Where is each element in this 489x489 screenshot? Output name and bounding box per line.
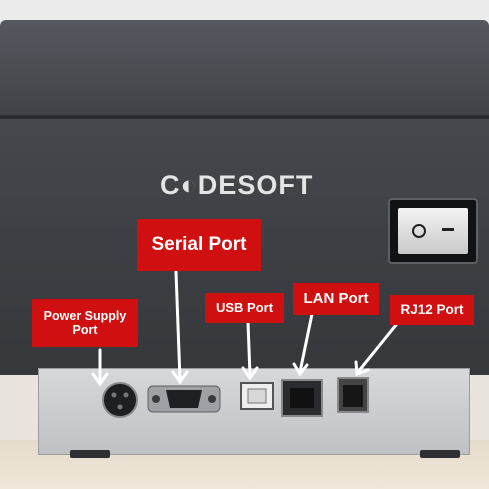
brand-logo: C◐DESOFT xyxy=(160,170,314,200)
rear-port-panel xyxy=(38,368,470,455)
switch-on-symbol xyxy=(442,228,454,231)
switch-off-symbol xyxy=(412,224,426,238)
printer-foot-left xyxy=(70,450,110,458)
printer-foot-right xyxy=(420,450,460,458)
power-switch-icon xyxy=(388,198,478,264)
printer-top-cover xyxy=(0,20,489,120)
cover-seam xyxy=(0,115,489,119)
usb-port-label: USB Port xyxy=(205,293,284,323)
power-supply-port-label: Power Supply Port xyxy=(32,299,138,347)
rj12-port-label: RJ12 Port xyxy=(390,295,474,325)
serial-port-label: Serial Port xyxy=(137,219,261,271)
power-switch-rocker xyxy=(398,208,468,254)
lan-port-label: LAN Port xyxy=(293,283,379,315)
